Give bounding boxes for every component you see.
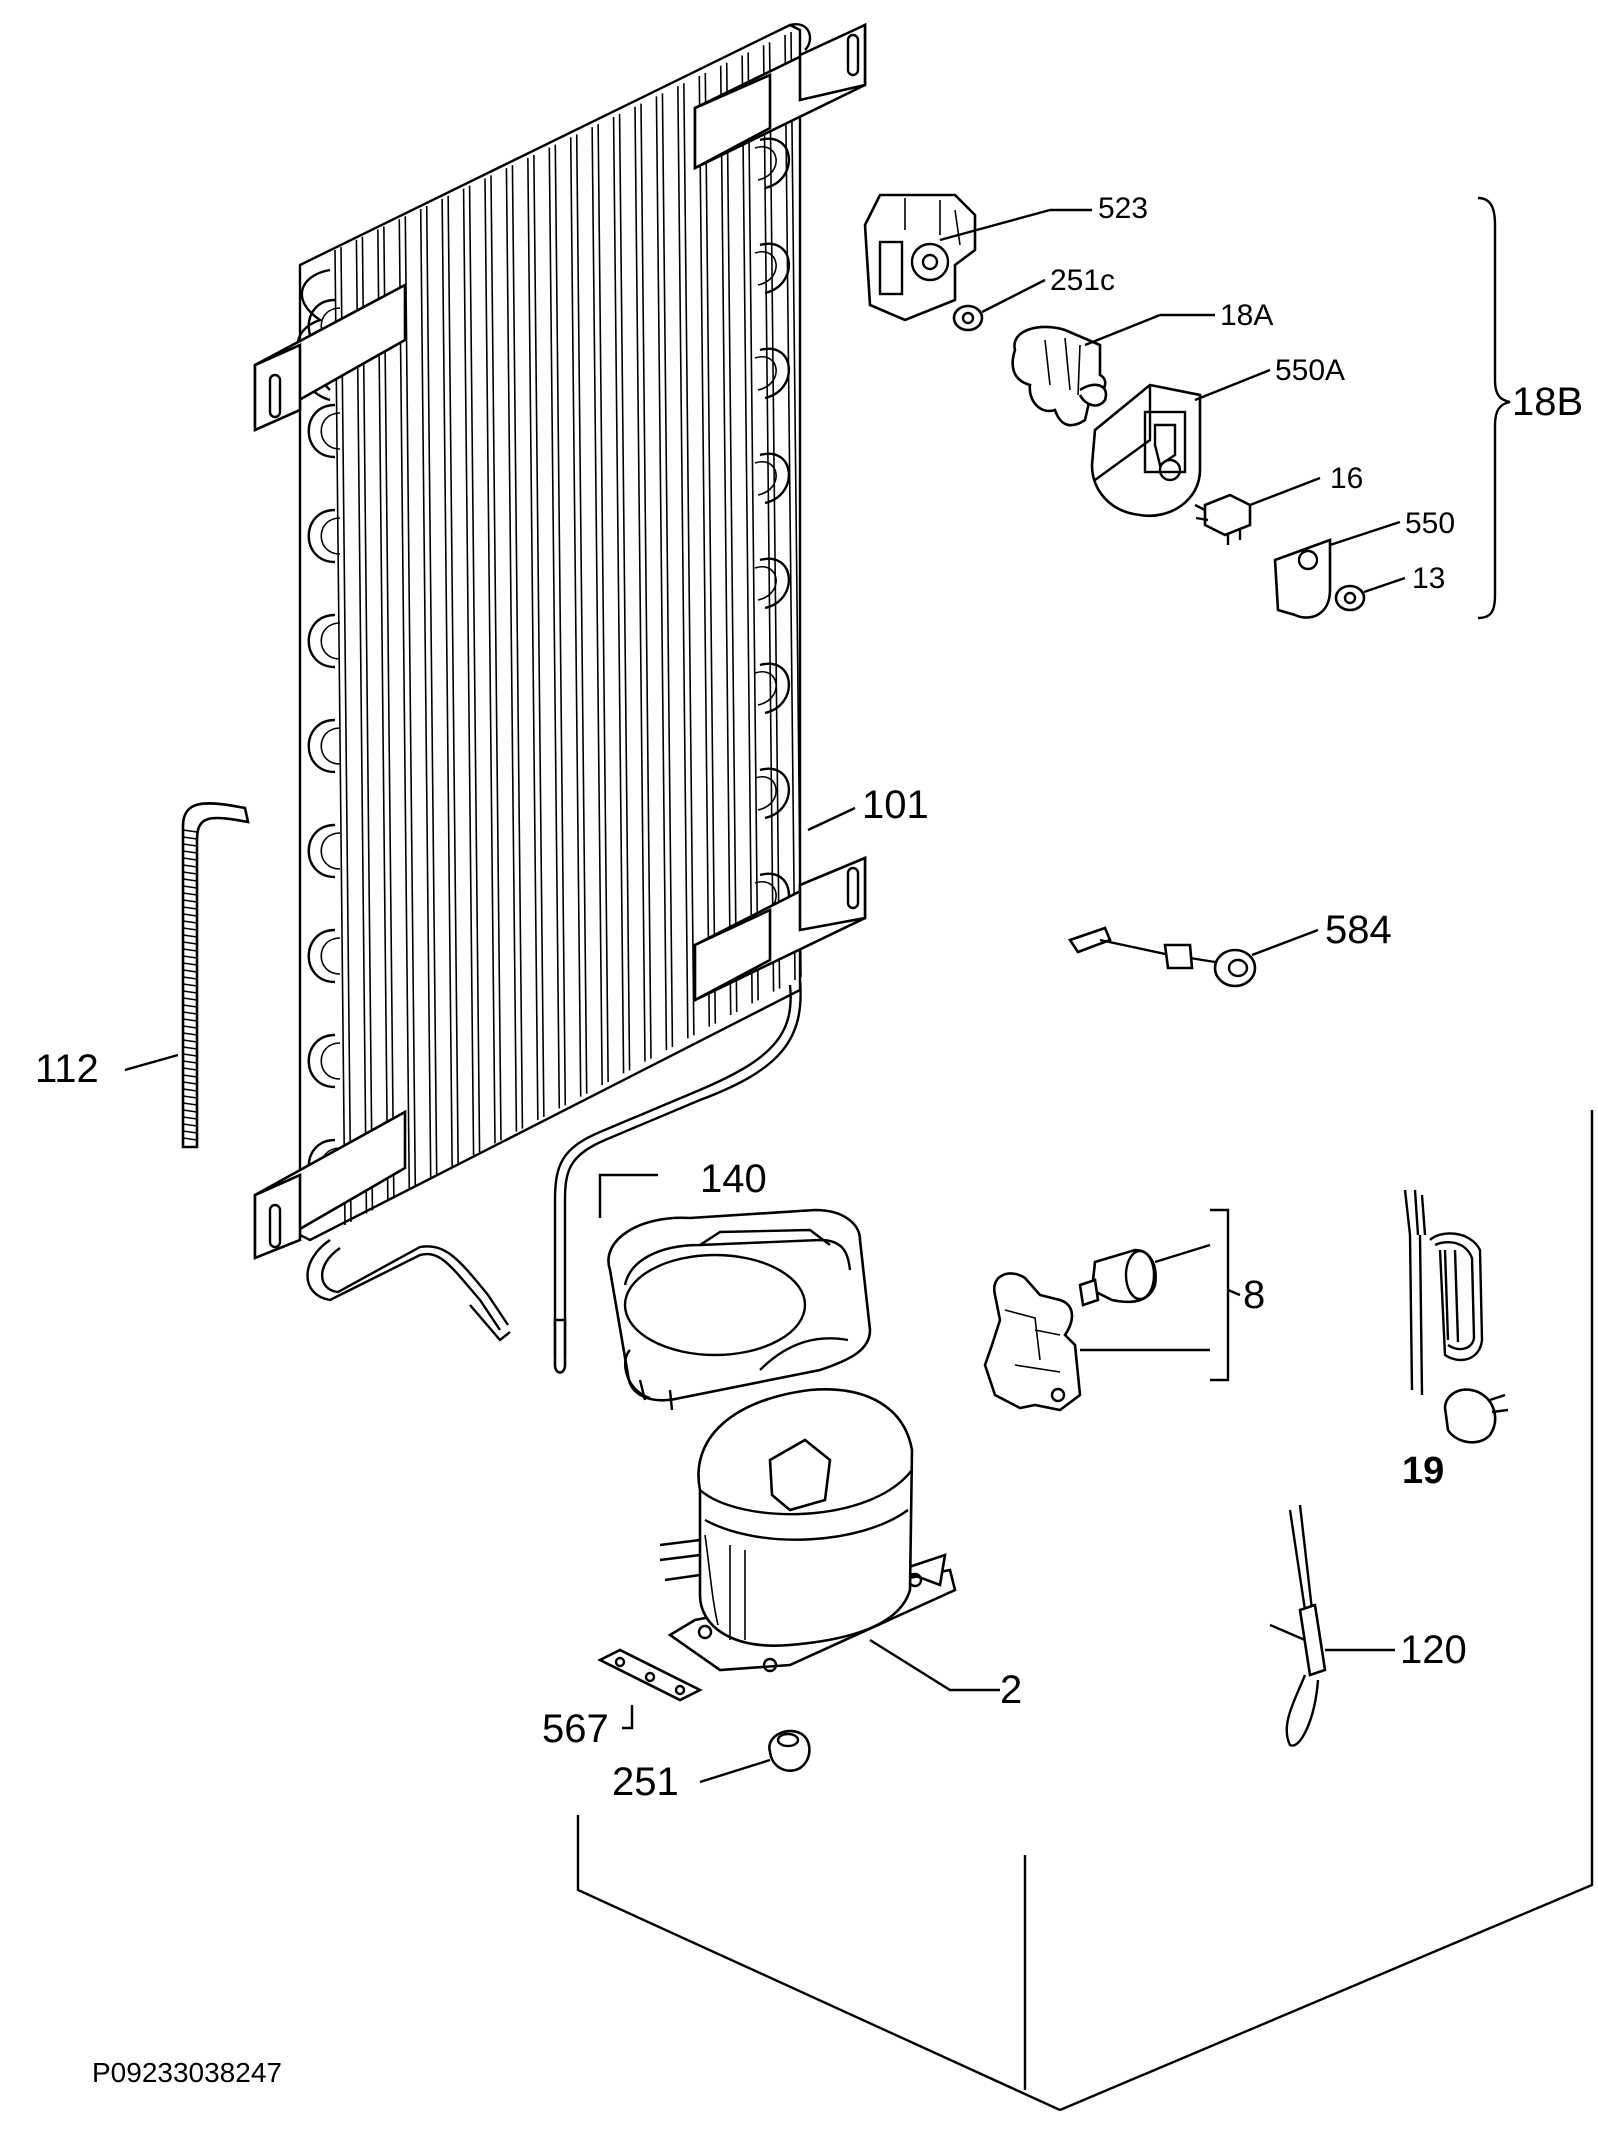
thermostat-housing-523: 523 (863, 192, 1148, 322)
label-550: 550 (1405, 507, 1455, 540)
condenser-tube-left (307, 298, 341, 1194)
label-112: 112 (35, 1047, 99, 1091)
nut-251c: 251c (952, 264, 1115, 332)
label-19: 19 (1402, 1450, 1444, 1492)
thermostat-18a: 18A (1011, 299, 1273, 427)
lamp-switch-16: 16 (1194, 462, 1363, 545)
condenser-tube-right (754, 137, 790, 925)
heater-120: 120 (1269, 1504, 1467, 1747)
compressor-2: 2 (659, 1388, 1022, 1712)
label-523: 523 (1098, 192, 1148, 225)
thermostat-assembly-18b: 523 251c 18A 550A (863, 192, 1583, 620)
condenser-bracket-mid-right (693, 855, 867, 1003)
thermostat-cover-550a: 550A (1090, 354, 1345, 518)
cabinet-outline (576, 1110, 1594, 2112)
label-584: 584 (1325, 908, 1392, 952)
grommet-251: 251 (612, 1729, 811, 1804)
drain-hose-112: 112 (35, 802, 250, 1149)
label-101: 101 (862, 783, 929, 827)
power-cord-19: 19 (1402, 1189, 1509, 1492)
condenser-bracket-top-right (693, 22, 867, 171)
bracket-brace-18b (1477, 196, 1511, 620)
label-8: 8 (1243, 1273, 1265, 1317)
label-18b: 18B (1512, 380, 1583, 424)
starter-relay-8: 8 (983, 1208, 1265, 1412)
drip-tray-140: 140 (598, 1157, 872, 1411)
condenser-bracket-bottom-left (253, 1109, 407, 1260)
lamp-holder-584: 584 (1067, 908, 1392, 988)
label-251c: 251c (1050, 264, 1115, 297)
condenser-101: 101 (253, 22, 929, 1374)
lamp-cover-550: 550 (1273, 507, 1455, 619)
condenser-wire-grid (334, 31, 802, 1226)
drawing-code: P09233038247 (92, 2057, 282, 2088)
label-120: 120 (1400, 1628, 1467, 1672)
mounting-plate-567: 567 (542, 1648, 703, 1751)
label-567: 567 (542, 1707, 609, 1751)
label-18a: 18A (1220, 299, 1273, 332)
label-13: 13 (1412, 562, 1445, 595)
drain-hose-corrugation (182, 829, 198, 1141)
label-550a: 550A (1275, 354, 1345, 387)
label-140: 140 (700, 1157, 767, 1201)
label-16: 16 (1330, 462, 1363, 495)
label-251: 251 (612, 1760, 679, 1804)
label-2: 2 (1000, 1668, 1022, 1712)
nut-13: 13 (1334, 562, 1445, 612)
condenser-bracket-top-left (253, 282, 407, 433)
